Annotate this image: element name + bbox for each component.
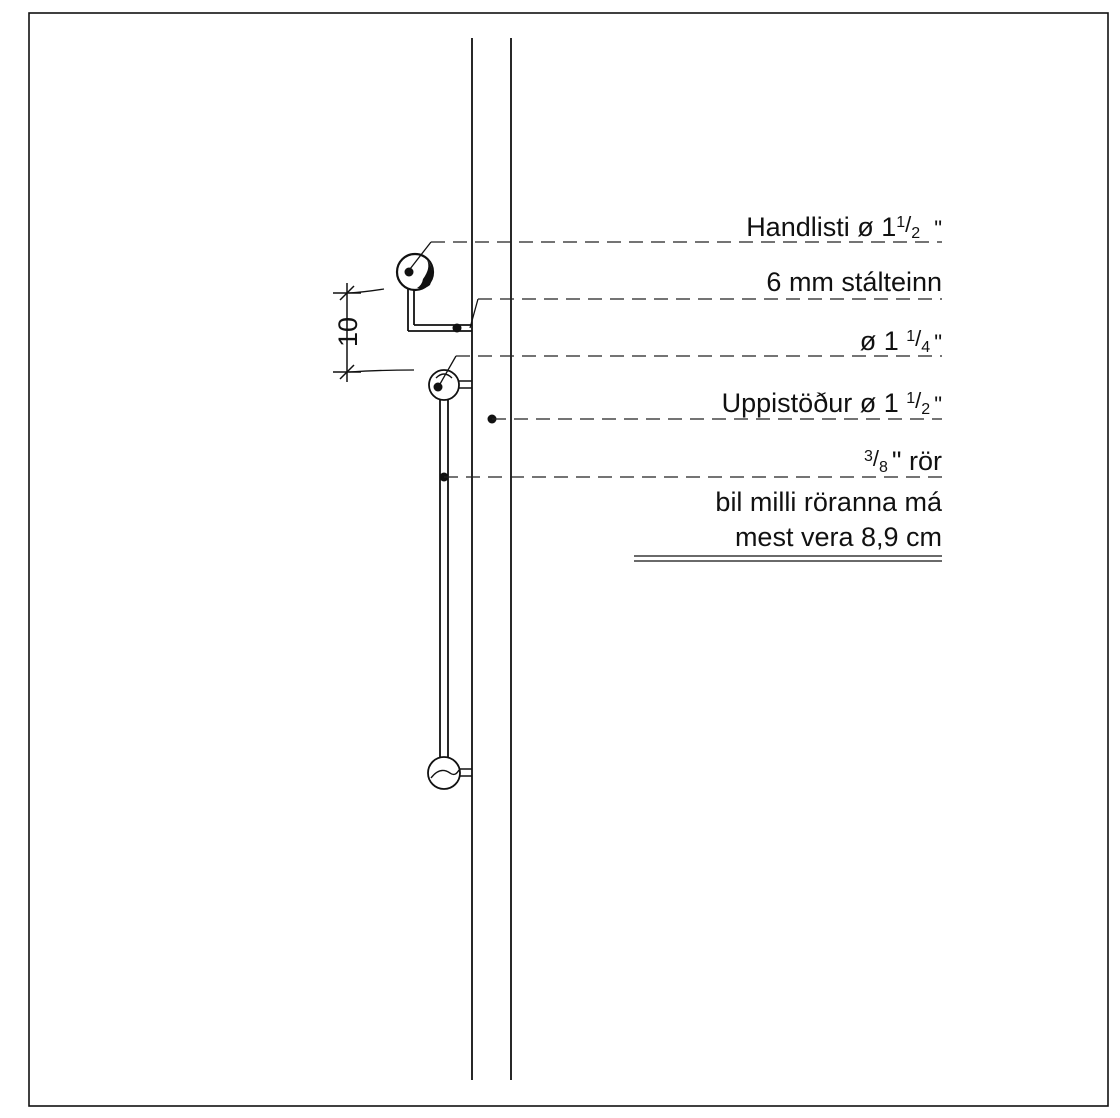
- top-rail-inner-arc: [435, 373, 453, 379]
- leader-handrail: [409, 241, 432, 270]
- handrail-profile: [395, 252, 435, 292]
- dimension-slash-top: [339, 285, 355, 301]
- label-handrail-frac-den: 2: [911, 225, 920, 242]
- label-tube-frac-slash: /: [873, 446, 880, 471]
- label-pipe-small-suffix: ": [934, 330, 942, 355]
- label-pipe-small-frac-num: 1: [906, 328, 915, 345]
- handrail-dot: [404, 267, 414, 277]
- dimension-extension-bottom: [348, 369, 415, 373]
- label-pipe-small: ø 1 1/4": [860, 326, 942, 356]
- note-line-1: bil milli röranna má: [715, 487, 943, 517]
- label-handrail-frac-num: 1: [896, 214, 905, 231]
- label-post-frac-slash: /: [915, 388, 922, 413]
- dimension-extension-top: [348, 288, 385, 294]
- post-wall: [471, 38, 512, 1080]
- steel-rod-dot: [452, 323, 462, 333]
- label-post-prefix: Uppistöður ø 1: [722, 388, 907, 418]
- dimension-slash-bottom: [339, 364, 355, 380]
- label-post-frac-den: 2: [921, 401, 930, 418]
- labels: Handlisti ø 11/2" 6 mm stálteinn ø 1 1/4…: [634, 212, 943, 562]
- leader-lines: [409, 241, 942, 478]
- bottom-rail-circle: [427, 756, 461, 790]
- label-tube: 3/8" rör: [864, 446, 942, 476]
- label-post-frac-num: 1: [906, 390, 915, 407]
- dimension-10: 10: [333, 283, 415, 382]
- leader-steel-rod: [469, 298, 479, 329]
- label-handrail: Handlisti ø 11/2 ": [746, 212, 942, 242]
- top-rail-circle: [428, 369, 460, 401]
- note-line-2: mest vera 8,9 cm: [735, 522, 942, 552]
- label-pipe-small-frac-den: 4: [921, 339, 930, 356]
- label-handrail-suffix: ": [934, 216, 942, 241]
- label-pipe-small-prefix: ø 1: [860, 326, 907, 356]
- label-post: Uppistöður ø 1 1/2": [722, 388, 942, 418]
- label-handrail-frac-slash: /: [905, 212, 912, 237]
- label-tube-suffix: " rör: [892, 446, 942, 476]
- bottom-rail-inner-arc: [430, 769, 460, 779]
- label-steel-rod: 6 mm stálteinn: [766, 267, 942, 297]
- label-pipe-small-frac-slash: /: [915, 326, 922, 351]
- leader-pipe-small: [439, 355, 457, 385]
- handrail-circle: [395, 252, 435, 292]
- top-rail-dot: [433, 382, 443, 392]
- drawing-frame: [28, 12, 1109, 1107]
- top-rail-pipe: [428, 369, 472, 401]
- handrail-hatch: [417, 260, 433, 289]
- label-tube-frac-num: 3: [864, 448, 873, 465]
- vertical-tube: [439, 400, 449, 758]
- label-tube-frac-den: 8: [879, 459, 888, 476]
- label-handrail-prefix: Handlisti ø 1: [746, 212, 896, 242]
- label-post-suffix: ": [934, 392, 942, 417]
- bottom-rail-pipe: [427, 756, 472, 790]
- steel-rod-bracket: [407, 289, 472, 333]
- dimension-value: 10: [333, 317, 363, 347]
